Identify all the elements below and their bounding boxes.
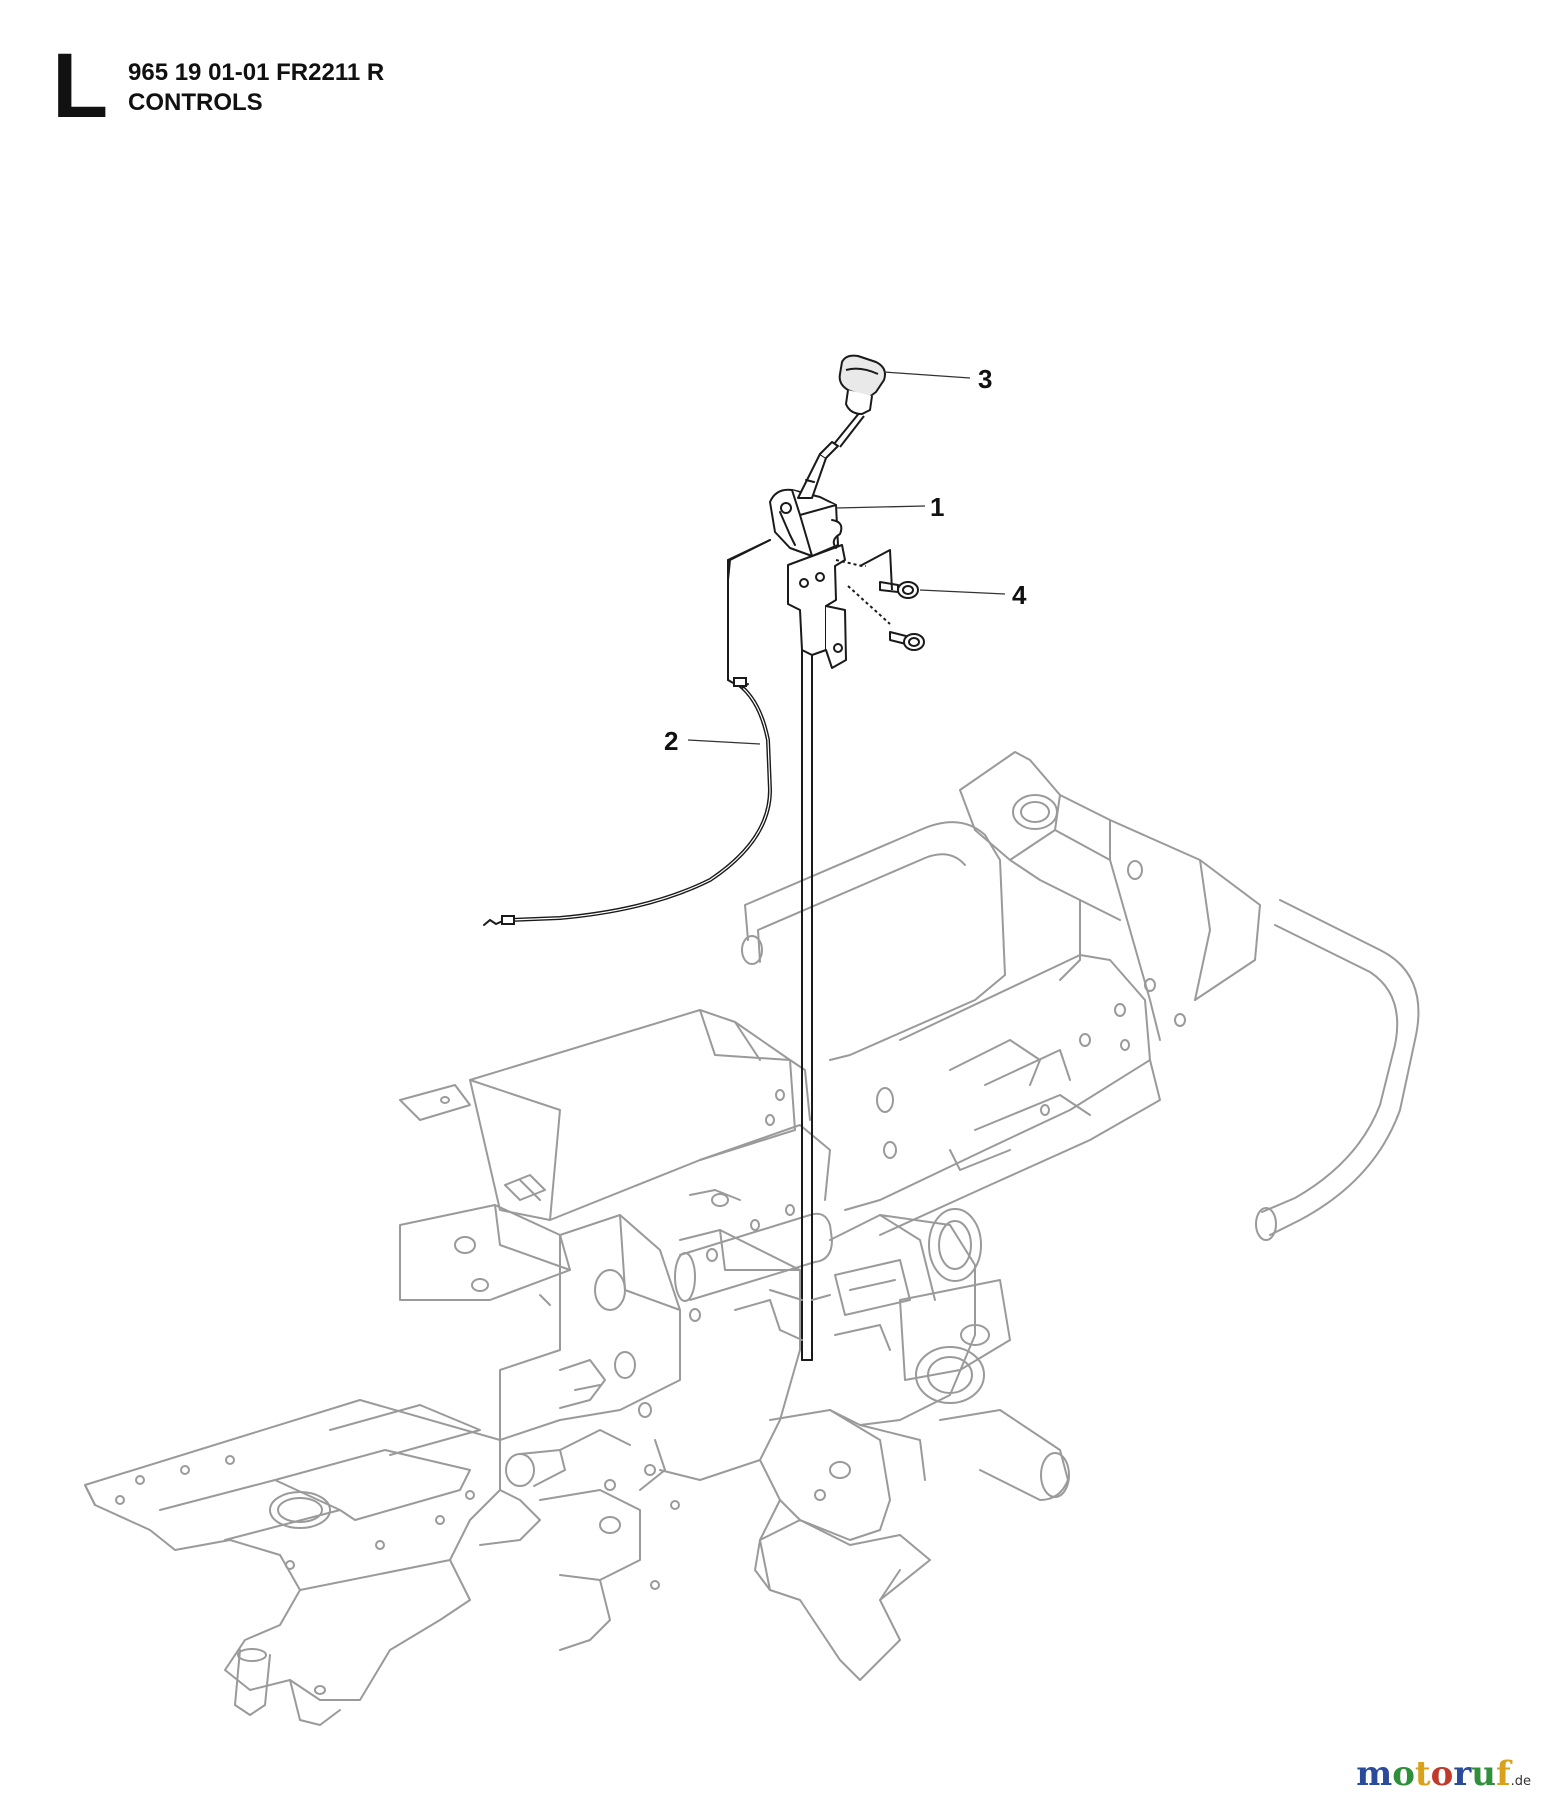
part-4-screws bbox=[835, 549, 925, 651]
watermark-letter: u bbox=[1471, 1754, 1496, 1794]
watermark-letter: m bbox=[1356, 1754, 1393, 1794]
watermark-tld: .de bbox=[1510, 1774, 1531, 1789]
watermark-letter: o bbox=[1430, 1754, 1454, 1794]
watermark-logo: motoruf.de bbox=[1356, 1754, 1531, 1794]
part-number-line: 965 19 01-01 FR2211 R bbox=[128, 59, 385, 86]
diagram-header: 965 19 01-01 FR2211 R CONTROLS bbox=[128, 58, 384, 118]
callout-4: 4 bbox=[1012, 580, 1027, 610]
part-1-lever-bracket bbox=[727, 441, 847, 669]
section-title: CONTROLS bbox=[128, 89, 263, 116]
watermark-letter: t bbox=[1414, 1754, 1431, 1794]
control-rod bbox=[769, 647, 831, 1361]
callout-leaders bbox=[687, 371, 1006, 745]
part-2-cable bbox=[483, 539, 773, 926]
callout-3: 3 bbox=[978, 364, 992, 394]
chassis-frame bbox=[84, 751, 1420, 1726]
lever-shaft bbox=[833, 411, 865, 448]
callout-2: 2 bbox=[664, 726, 678, 756]
watermark-letter: f bbox=[1495, 1754, 1511, 1794]
section-letter: L bbox=[52, 35, 109, 137]
callout-1: 1 bbox=[930, 492, 944, 522]
watermark-letter: o bbox=[1392, 1754, 1415, 1794]
watermark-letter: r bbox=[1453, 1754, 1472, 1794]
part-3-knob bbox=[838, 354, 886, 415]
